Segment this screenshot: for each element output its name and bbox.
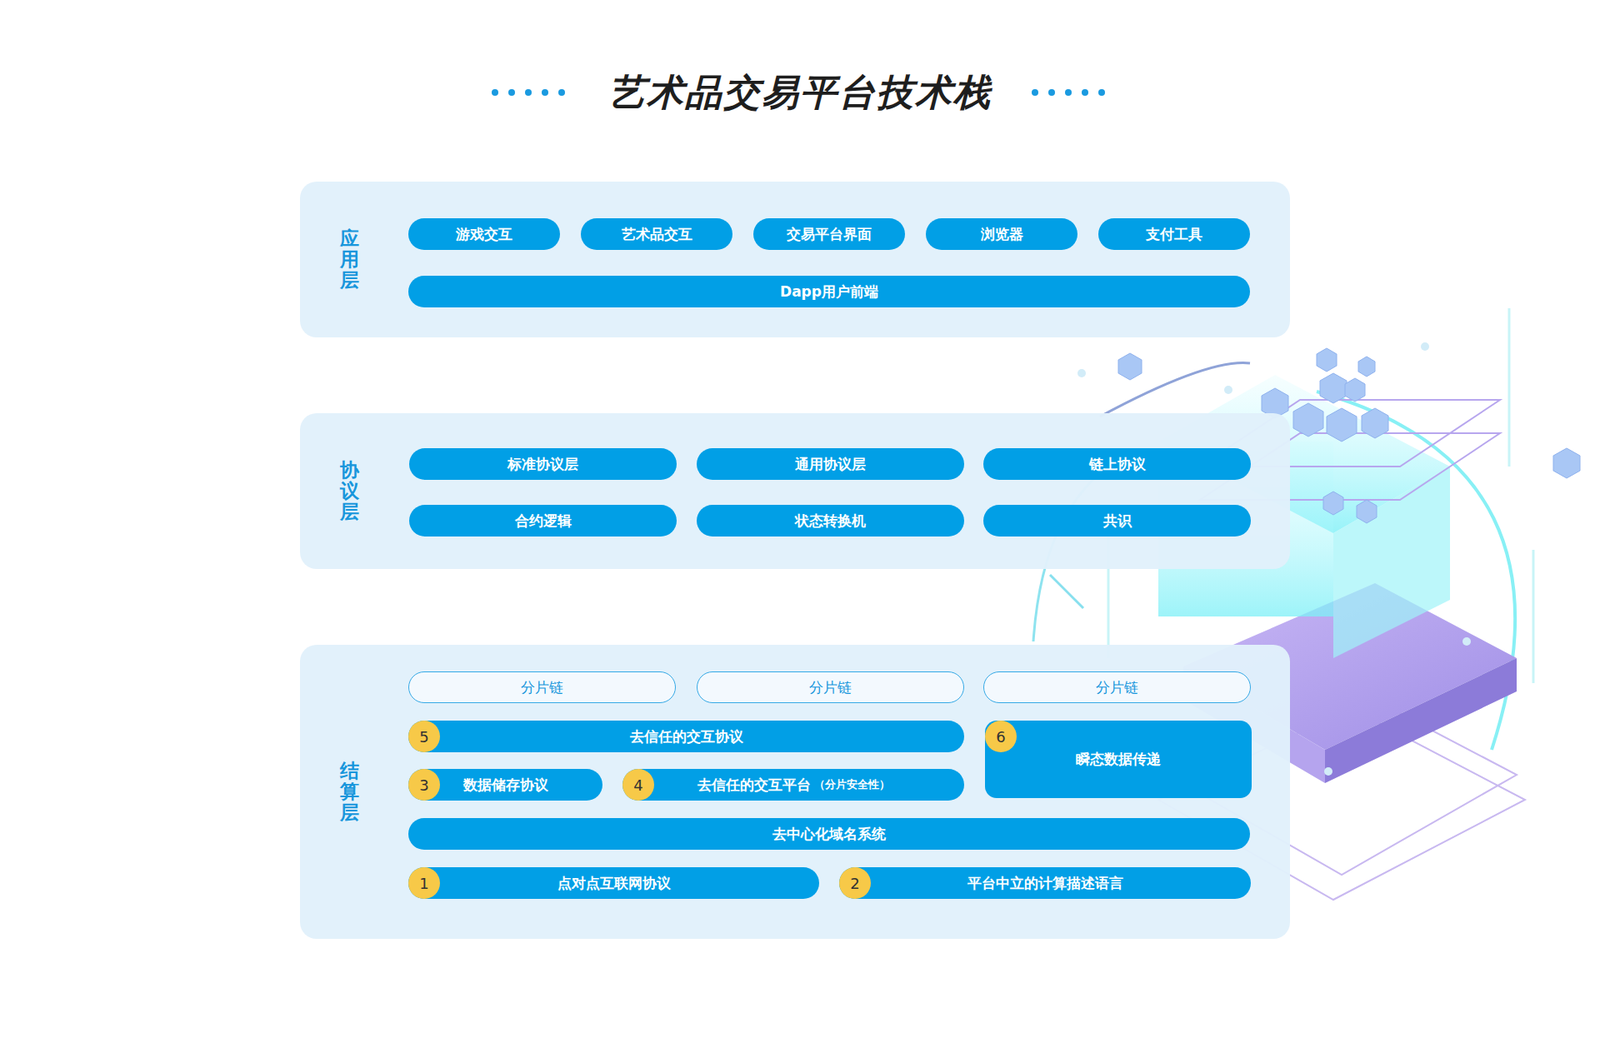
component-label: 游戏交互 [455, 225, 513, 245]
component-pill: 合约逻辑 [409, 505, 677, 537]
callout-number: 1 [408, 867, 440, 900]
component-pill: 交易平台界面 [753, 218, 905, 250]
component-pill: 2 平台中立的计算描述语言 [839, 867, 1251, 900]
component-label: 平台中立的计算描述语言 [967, 874, 1124, 894]
component-pill: 游戏交互 [408, 218, 560, 250]
component-pill: 1 点对点互联网协议 [408, 867, 820, 900]
component-label: 状态转换机 [795, 511, 866, 531]
component-pill: 状态转换机 [696, 505, 965, 537]
component-label: Dapp用户前端 [780, 282, 879, 302]
component-label: 支付工具 [1145, 225, 1203, 245]
component-pill: 4 去信任的交互平台（分片安全性） [622, 769, 965, 801]
component-pill: 5 去信任的交互协议 [408, 720, 965, 753]
component-pill: 链上协议 [983, 448, 1251, 480]
component-label: 分片链 [809, 678, 852, 698]
component-pill: 艺术品交互 [580, 218, 733, 250]
component-pill: 分片链 [983, 671, 1251, 704]
callout-number: 6 [985, 720, 1017, 753]
page-title: 艺术品交易平台技术栈 [0, 68, 1600, 118]
component-label: 艺术品交互 [621, 225, 693, 245]
component-label: （分片安全性） [814, 777, 890, 793]
layer-panel: 游戏交互 艺术品交互 交易平台界面 浏览器 支付工具 Dapp用户前端 应用层 [300, 181, 1290, 338]
callout-number: 2 [839, 867, 871, 900]
component-pill: 分片链 [408, 671, 676, 704]
component-label: 浏览器 [980, 225, 1024, 245]
layer-heading: 协议层 [340, 460, 360, 524]
component-pill: 共识 [983, 505, 1251, 537]
component-label: 合约逻辑 [515, 511, 572, 531]
component-label: 分片链 [1095, 678, 1139, 698]
callout-number: 3 [408, 769, 440, 801]
component-label: 通用协议层 [795, 455, 866, 475]
component-label: 点对点互联网协议 [557, 874, 671, 894]
component-label: 链上协议 [1089, 455, 1146, 475]
component-pill: 通用协议层 [696, 448, 965, 480]
component-label: 交易平台界面 [786, 225, 872, 245]
component-label: 分片链 [520, 678, 564, 698]
component-pill: 支付工具 [1098, 218, 1250, 250]
component-label: 数据储存协议 [463, 775, 549, 795]
layer-heading: 结算层 [340, 760, 360, 825]
component-pill: 分片链 [696, 671, 965, 704]
component-label: 去信任的交互平台 [697, 775, 811, 795]
layer-panel: 分片链 分片链 分片链 5 去信任的交互协议 6 瞬态数据传递 3 数据储存协议 4 去信任的交互平… [300, 645, 1290, 940]
callout-number: 4 [622, 769, 655, 801]
component-pill: Dapp用户前端 [408, 275, 1250, 308]
callout-number: 5 [408, 720, 440, 753]
component-pill: 浏览器 [925, 218, 1078, 250]
component-pill: 标准协议层 [409, 448, 677, 480]
layer-heading: 应用层 [340, 228, 360, 292]
component-label: 去信任的交互协议 [630, 727, 744, 747]
component-pill: 去中心化域名系统 [408, 818, 1250, 850]
component-label: 共识 [1103, 511, 1132, 531]
component-label: 标准协议层 [507, 455, 579, 475]
component-pill: 3 数据储存协议 [408, 769, 603, 801]
component-pill: 6 瞬态数据传递 [985, 720, 1252, 799]
component-label: 瞬态数据传递 [1075, 750, 1161, 770]
component-label: 去中心化域名系统 [772, 825, 886, 845]
layer-panel: 标准协议层 通用协议层 链上协议合约逻辑 状态转换机 共识 协议层 [300, 413, 1290, 570]
